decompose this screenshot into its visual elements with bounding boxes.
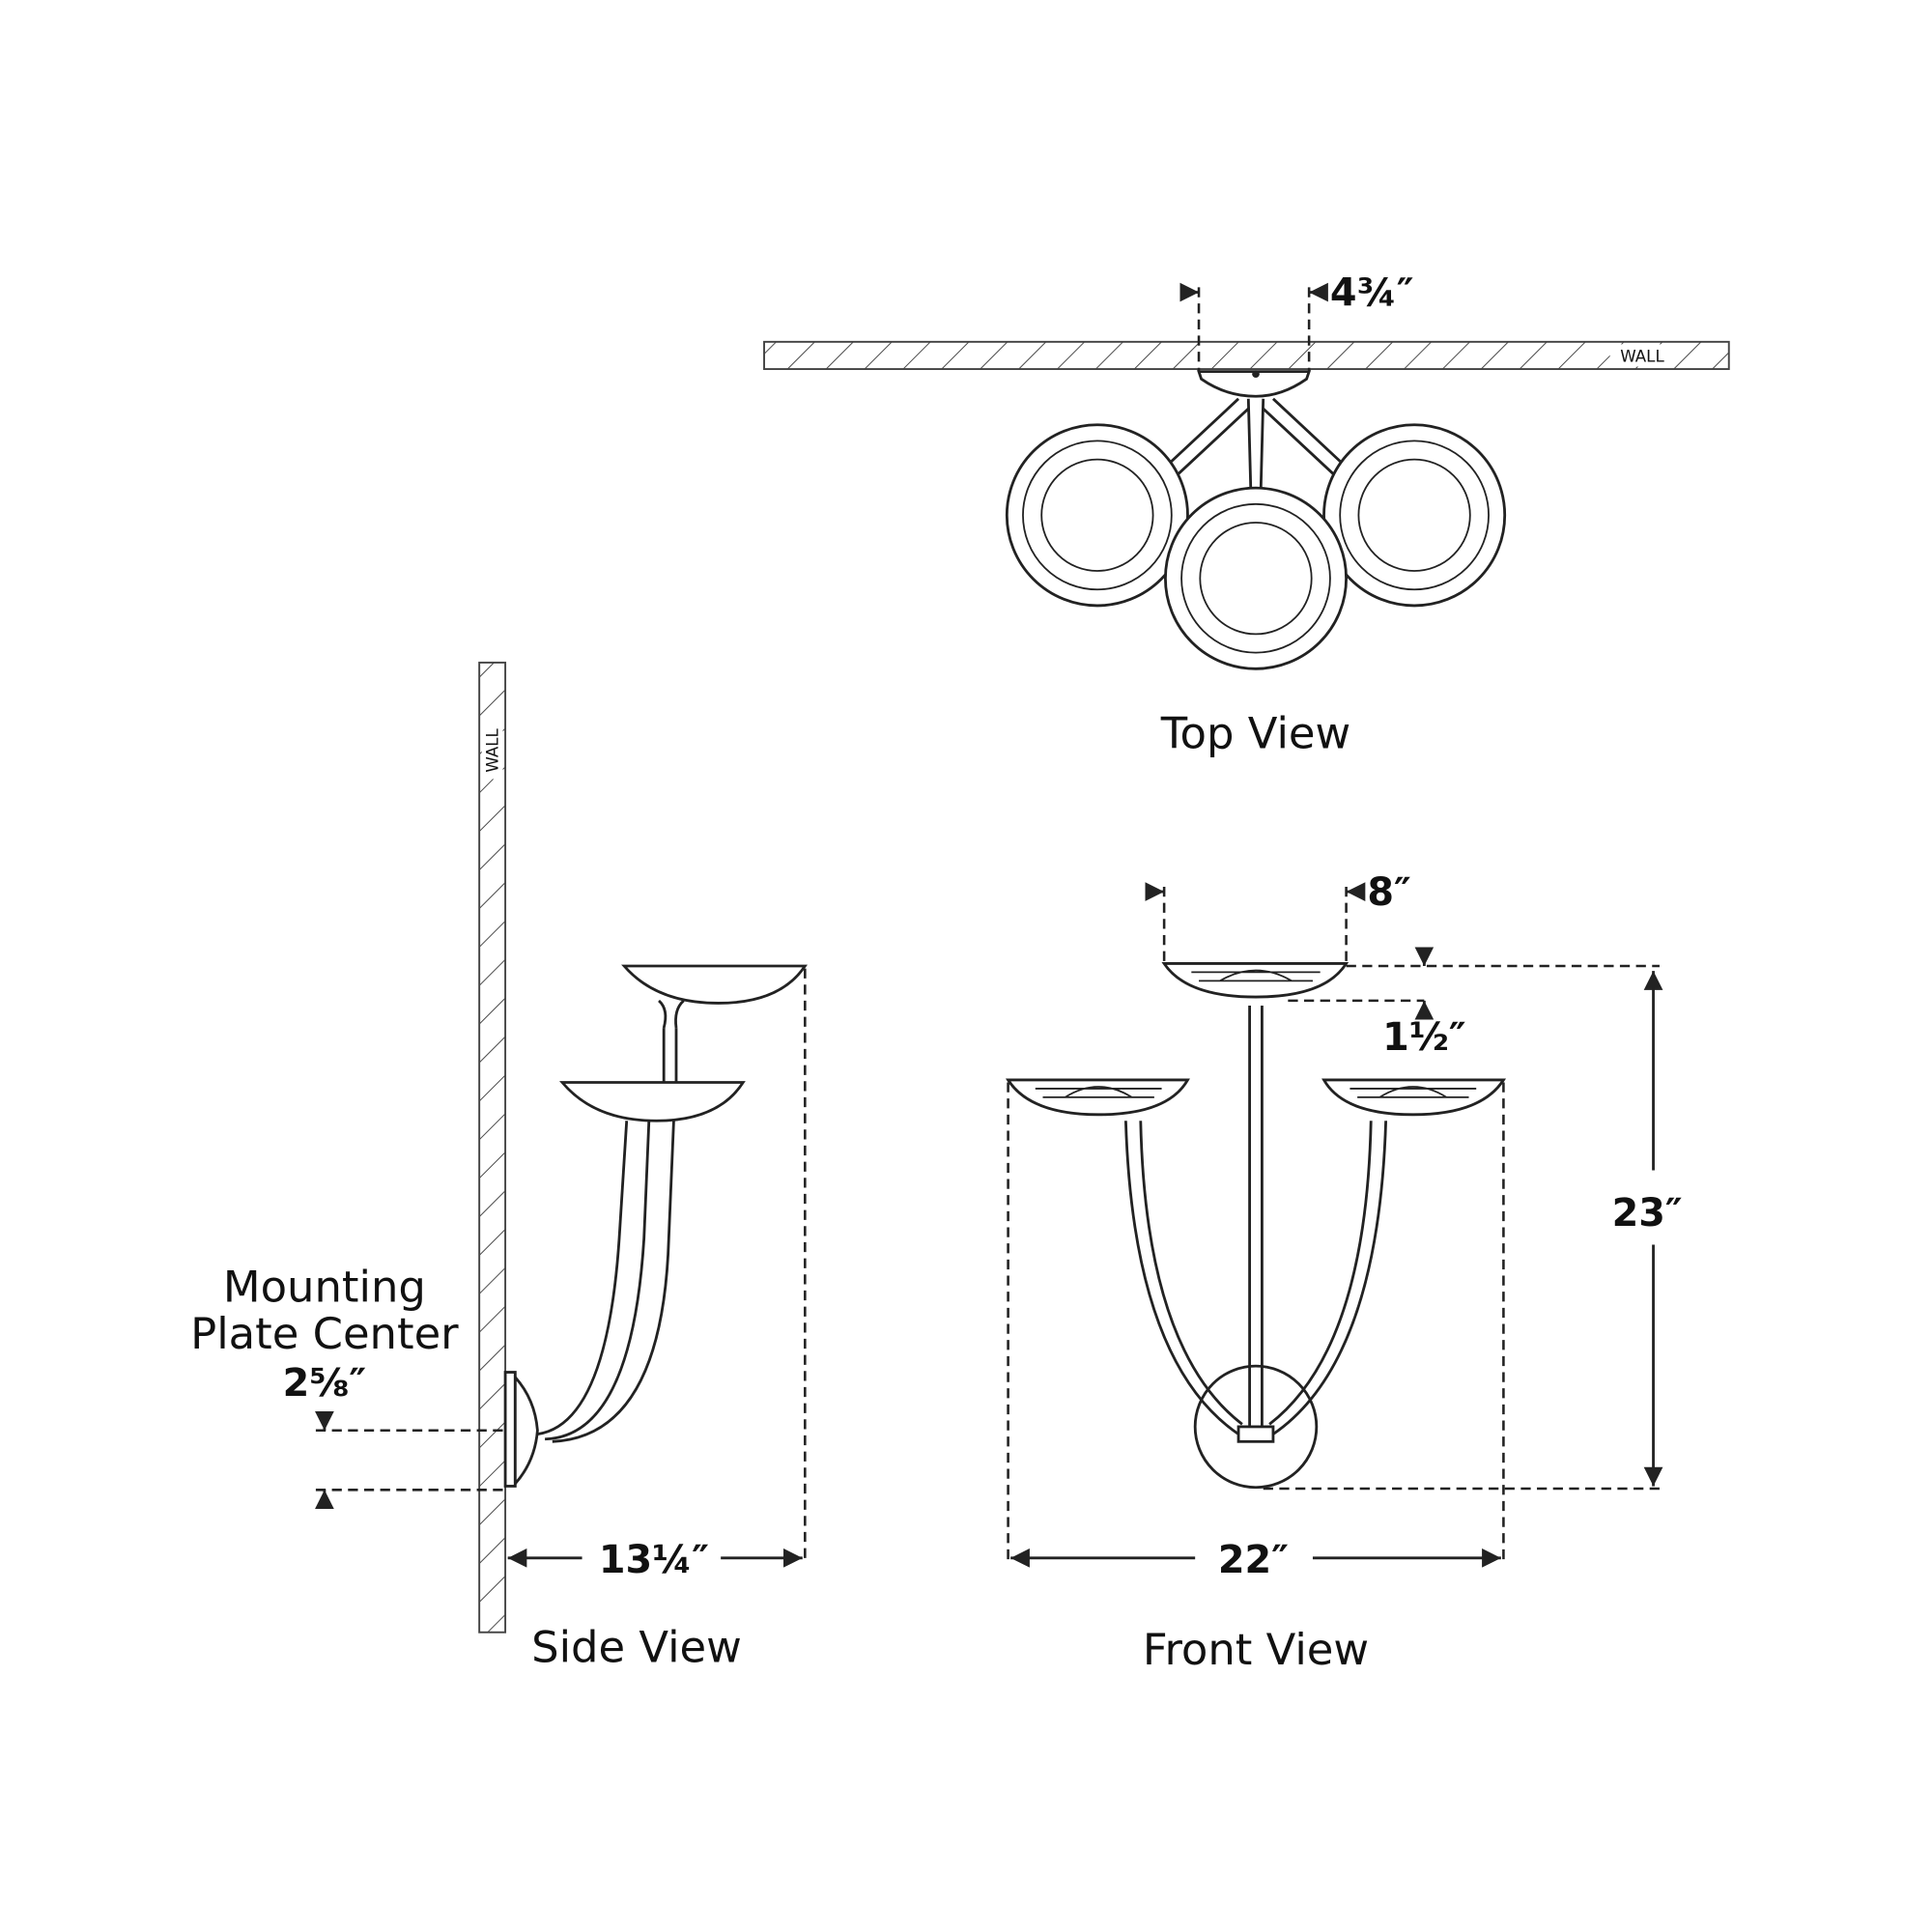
wall-label-top: WALL: [1620, 347, 1664, 365]
mounting-label-line1: Mounting: [223, 1261, 426, 1312]
shade-top-center: [1164, 486, 1348, 670]
top-view: WALL 4¾″ Top View: [763, 271, 1730, 758]
arms-front: [1123, 1006, 1388, 1443]
wall-side: [478, 661, 507, 1634]
arms-top: [1163, 397, 1349, 494]
wall-top: [763, 340, 1730, 371]
mounting-dimension: 2⅝″: [283, 1361, 367, 1406]
canopy-top: [1197, 370, 1312, 398]
front-shade-width-dimension: 8″: [1367, 870, 1410, 915]
wall-label-side: WALL: [483, 727, 501, 772]
front-shade-offset-dimension: 1½″: [1382, 1015, 1466, 1060]
top-view-caption: Top View: [1160, 707, 1350, 758]
shade-side-upper: [621, 964, 808, 1005]
side-view-caption: Side View: [531, 1622, 742, 1673]
front-height-dimension: 23″: [1612, 1191, 1683, 1236]
arms-side: [537, 1028, 678, 1443]
shade-front-left: [1006, 1078, 1190, 1117]
top-depth-dimension: 4¾″: [1330, 271, 1414, 316]
shade-front-center: [1161, 962, 1350, 999]
shade-top-left: [1005, 423, 1189, 608]
side-view: WALL 13¼″ Mounting Plate Center 2⅝″ Side…: [190, 661, 808, 1673]
shade-front-right: [1321, 1078, 1506, 1117]
shade-top-right: [1322, 423, 1507, 608]
side-extension-dimension: 13¼″: [599, 1538, 709, 1582]
mounting-label-line2: Plate Center: [190, 1308, 459, 1359]
front-view-caption: Front View: [1143, 1624, 1369, 1675]
shade-side-lower: [559, 1081, 746, 1122]
front-width-dimension: 22″: [1218, 1538, 1289, 1582]
front-view: 8″ 1½″ 23″ 22″ Front View: [1006, 870, 1683, 1675]
mounting-plate-side: [503, 1371, 539, 1488]
